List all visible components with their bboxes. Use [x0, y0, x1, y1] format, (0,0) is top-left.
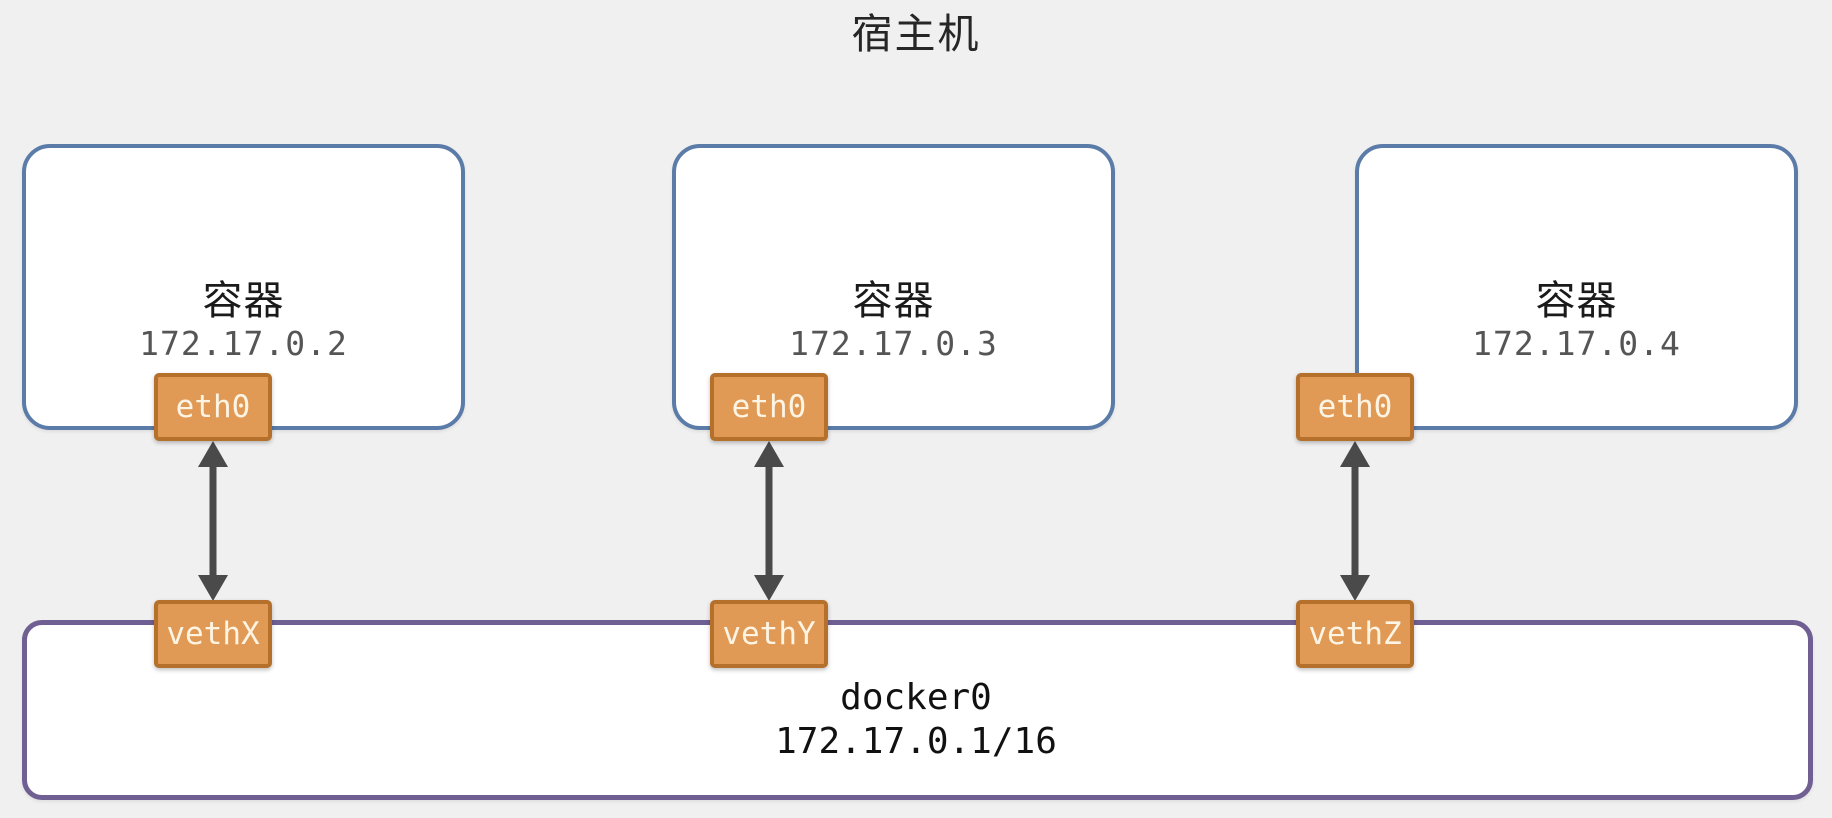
veth-pair-arrow-1: [198, 441, 228, 601]
docker0-bridge-box: [22, 620, 1813, 800]
veth-pair-arrow-3: [1340, 441, 1370, 601]
container-label-1: 容器: [202, 278, 285, 324]
container-label-3: 容器: [1535, 278, 1618, 324]
veth-pair-arrow-2: [754, 441, 784, 601]
bridge-name: docker0: [840, 677, 992, 718]
eth0-interface-1: eth0: [154, 373, 272, 441]
container-label-2: 容器: [852, 278, 935, 324]
veth-interface-1: vethX: [154, 600, 272, 668]
container-ip-2: 172.17.0.3: [789, 324, 998, 363]
container-ip-3: 172.17.0.4: [1472, 324, 1681, 363]
eth0-interface-3: eth0: [1296, 373, 1414, 441]
docker0-bridge-label: docker0 172.17.0.1/16: [0, 676, 1832, 764]
veth-interface-3: vethZ: [1296, 600, 1414, 668]
host-title: 宿主机: [851, 10, 981, 58]
container-ip-1: 172.17.0.2: [139, 324, 348, 363]
bridge-cidr: 172.17.0.1/16: [775, 720, 1057, 762]
veth-interface-2: vethY: [710, 600, 828, 668]
container-box-3: 容器 172.17.0.4: [1355, 144, 1798, 430]
eth0-interface-2: eth0: [710, 373, 828, 441]
